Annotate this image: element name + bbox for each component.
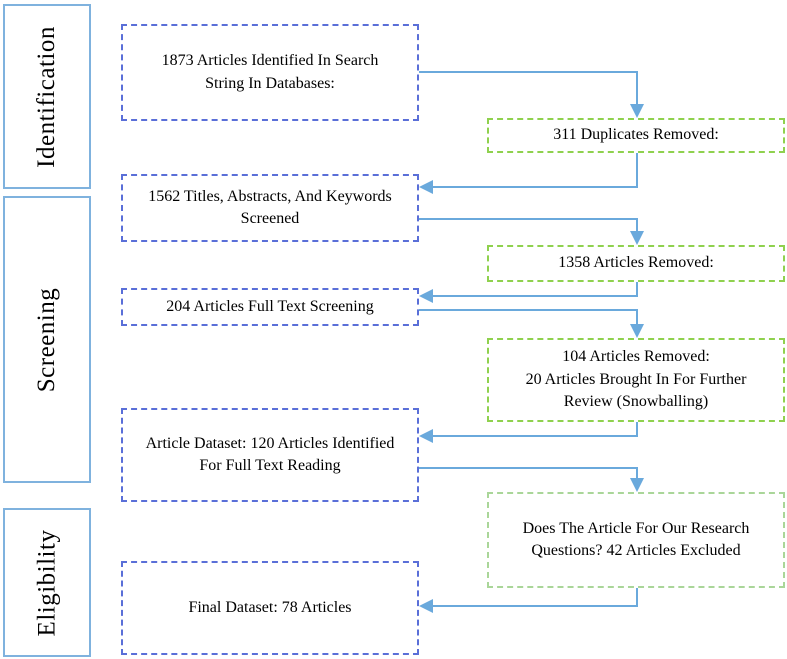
arrowhead-left-icon [419, 289, 433, 303]
box-titles-abstracts-screened: 1562 Titles, Abstracts, And Keywords Scr… [121, 174, 419, 242]
arrowhead-down-icon [630, 324, 644, 338]
box-final-dataset: Final Dataset: 78 Articles [121, 561, 419, 655]
line-segment [636, 153, 638, 188]
line-segment [432, 295, 638, 297]
arrowhead-left-icon [419, 180, 433, 194]
box-search-identified: 1873 Articles Identified In Search Strin… [121, 24, 419, 121]
line-segment [636, 309, 638, 325]
line-segment [419, 309, 638, 311]
box-duplicates-removed: 311 Duplicates Removed: [487, 118, 785, 153]
line-segment [636, 467, 638, 479]
stage-eligibility-label: Eligibility [33, 529, 60, 636]
line-segment [432, 186, 638, 188]
line-segment [432, 605, 638, 607]
arrowhead-down-icon [630, 231, 644, 245]
stage-identification-label: Identification [33, 25, 61, 168]
stage-screening: Screening [3, 196, 91, 483]
box-articles-removed-fulltext: 104 Articles Removed: 20 Articles Brough… [487, 338, 785, 422]
line-segment [636, 588, 638, 606]
arrowhead-down-icon [630, 478, 644, 492]
line-segment [636, 422, 638, 436]
stage-screening-label: Screening [33, 287, 60, 392]
line-segment [419, 467, 638, 469]
line-segment [636, 218, 638, 232]
arrowhead-down-icon [630, 104, 644, 118]
stage-identification: Identification [3, 4, 91, 189]
line-segment [432, 435, 638, 437]
stage-eligibility: Eligibility [3, 508, 91, 657]
arrowhead-left-icon [419, 429, 433, 443]
arrowhead-left-icon [419, 599, 433, 613]
box-article-dataset: Article Dataset: 120 Articles Identified… [121, 408, 419, 502]
line-segment [419, 71, 638, 73]
line-segment [636, 71, 638, 105]
line-segment [419, 218, 638, 220]
line-segment [636, 282, 638, 296]
box-full-text-screening: 204 Articles Full Text Screening [121, 288, 419, 326]
box-articles-excluded: Does The Article For Our Research Questi… [487, 492, 785, 588]
box-articles-removed-screening: 1358 Articles Removed: [487, 245, 785, 282]
